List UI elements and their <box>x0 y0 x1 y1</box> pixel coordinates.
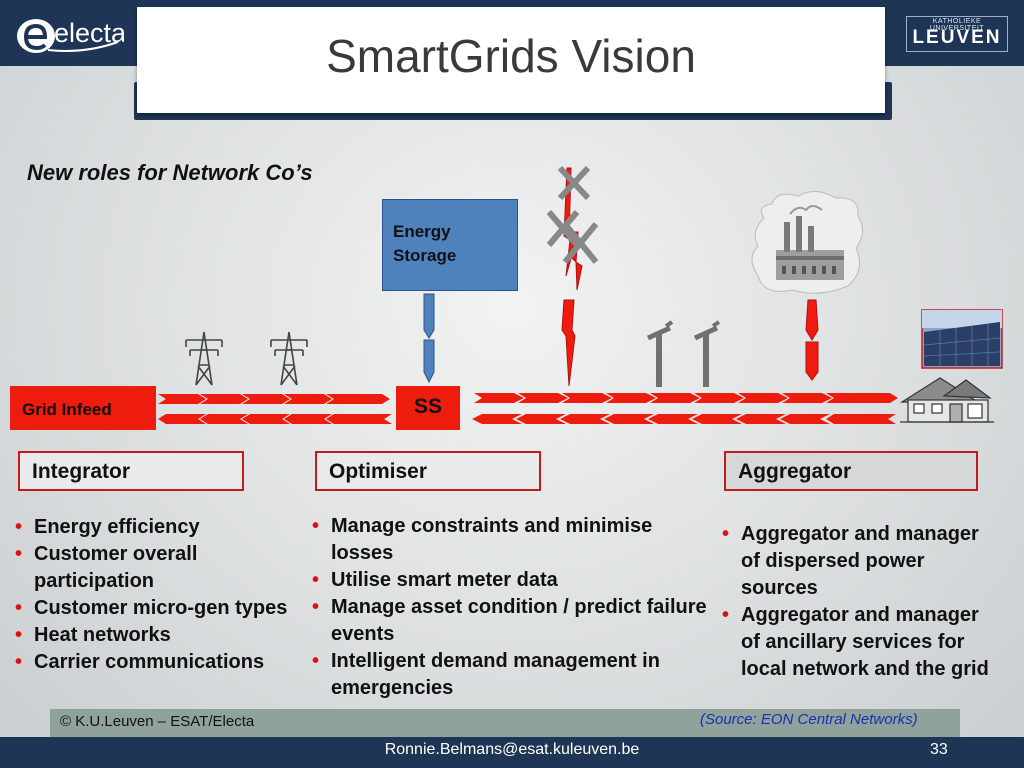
distribution-pole-icon <box>646 320 674 387</box>
power-plant-icon <box>751 191 863 294</box>
role-optimiser-title: Optimiser <box>329 460 428 483</box>
aggregator-bullet-list: Aggregator and manager of dispersed powe… <box>722 521 997 683</box>
pylon-icon <box>185 331 223 386</box>
list-item: Energy efficiency <box>15 514 305 541</box>
grid-infeed-label: Grid Infeed <box>22 400 112 419</box>
distribution-pole-icon <box>693 320 721 387</box>
electa-logo: electa <box>17 18 124 53</box>
list-item: Customer overall participation <box>15 541 305 595</box>
ku-leuven-logo-small: KATHOLIEKE UNIVERSITEIT <box>929 18 985 32</box>
house-icon <box>899 377 994 423</box>
flow-arrows-left <box>158 394 392 424</box>
optimiser-bullet-list: Manage constraints and minimise losses U… <box>312 513 707 702</box>
substation-label: SS <box>413 395 442 418</box>
author-email: Ronnie.Belmans@esat.kuleuven.be <box>384 741 640 758</box>
page-number: 33 <box>930 741 948 758</box>
solar-panel-icon <box>921 309 1003 369</box>
list-item: Heat networks <box>15 622 305 649</box>
list-item: Manage constraints and minimise losses <box>312 513 707 567</box>
storage-connector <box>423 293 435 384</box>
list-item: Manage asset condition / predict failure… <box>312 594 707 648</box>
x-mark-icon <box>546 165 599 264</box>
integrator-bullet-list: Energy efficiency Customer overall parti… <box>15 514 305 676</box>
flow-arrows-right <box>472 393 898 424</box>
role-aggregator-box: Aggregator <box>724 451 978 491</box>
ku-leuven-logo: KATHOLIEKE UNIVERSITEIT LEUVEN <box>906 16 1008 52</box>
list-item: Intelligent demand management in emergen… <box>312 648 707 702</box>
lightning-bolt-icon <box>561 167 583 387</box>
ku-leuven-logo-big: LEUVEN <box>912 27 1002 48</box>
energy-storage-label-line1: Energy <box>393 222 451 241</box>
list-item: Utilise smart meter data <box>312 567 707 594</box>
role-integrator-box: Integrator <box>18 451 244 491</box>
list-item: Aggregator and manager of ancillary serv… <box>722 602 997 683</box>
plant-connector <box>805 299 819 381</box>
title-box: SmartGrids Vision <box>137 7 885 113</box>
source-note: (Source: EON Central Networks) <box>700 711 918 728</box>
copyright-text: © K.U.Leuven – ESAT/Electa <box>60 713 255 730</box>
energy-storage-box: Energy Storage <box>382 199 518 291</box>
role-optimiser-box: Optimiser <box>315 451 541 491</box>
list-item: Aggregator and manager of dispersed powe… <box>722 521 997 602</box>
footer-band <box>50 709 960 737</box>
electa-logo-text: electa <box>54 18 124 48</box>
substation-box: SS <box>396 386 460 430</box>
pylon-icon <box>270 331 308 386</box>
role-aggregator-title: Aggregator <box>738 460 852 483</box>
subtitle: New roles for Network Co’s <box>27 160 313 185</box>
grid-infeed-box: Grid Infeed <box>10 386 156 430</box>
slide-title: SmartGrids Vision <box>326 30 696 82</box>
footer-bar <box>0 737 1024 768</box>
list-item: Carrier communications <box>15 649 305 676</box>
energy-storage-label-line2: Storage <box>393 246 457 265</box>
role-integrator-title: Integrator <box>32 460 131 483</box>
list-item: Customer micro-gen types <box>15 595 305 622</box>
